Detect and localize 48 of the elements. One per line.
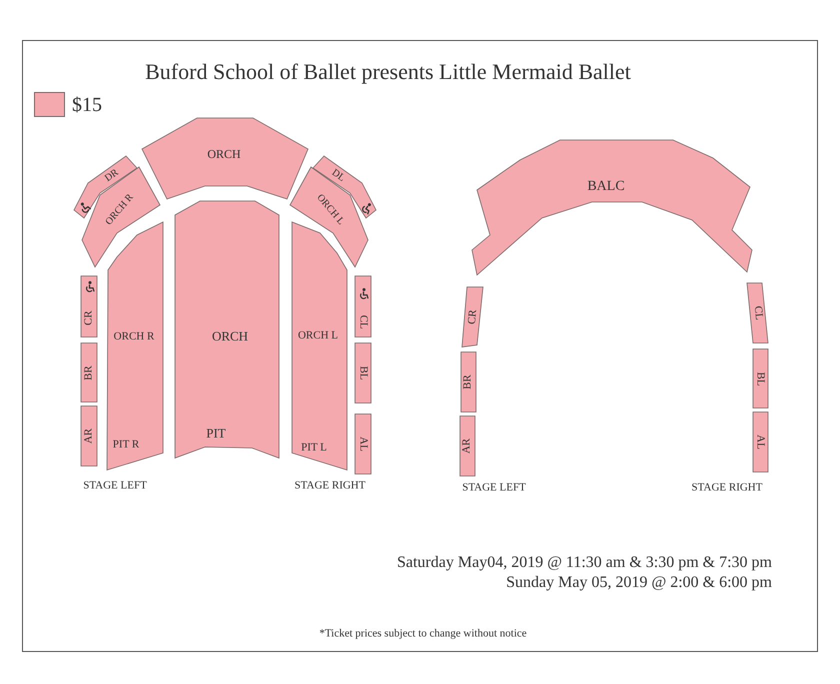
seating-section bbox=[141, 117, 309, 200]
seating-section bbox=[460, 351, 477, 413]
seating-section bbox=[354, 275, 372, 338]
section-label: AL bbox=[754, 434, 766, 450]
section-label: PIT R bbox=[112, 440, 140, 450]
seating-section bbox=[80, 405, 98, 467]
footnote: *Ticket prices subject to change without notice bbox=[319, 628, 527, 640]
stage-label: STAGE RIGHT bbox=[294, 480, 366, 492]
section-label: BALC bbox=[587, 180, 625, 194]
seating-section bbox=[81, 166, 161, 268]
section-label: PIT L bbox=[301, 442, 327, 454]
performance-dates: Saturday May04, 2019 @ 11:30 am & 3:30 pm & 7:30 pm bbox=[396, 555, 772, 571]
section-label: CL bbox=[752, 306, 764, 320]
section-label: ORCH L bbox=[298, 330, 338, 342]
section-label: DR bbox=[103, 168, 121, 184]
seating-section bbox=[752, 348, 769, 409]
seating-section bbox=[289, 166, 369, 268]
section-label: CR bbox=[84, 310, 94, 326]
seating-section bbox=[746, 282, 769, 344]
seating-section bbox=[461, 286, 484, 348]
seating-section bbox=[80, 342, 98, 403]
section-label: CL bbox=[358, 314, 368, 330]
stage-label: STAGE LEFT bbox=[83, 480, 147, 492]
seating-section bbox=[174, 200, 280, 459]
section-label: ORCH bbox=[207, 148, 241, 160]
section-label: ORCH bbox=[212, 330, 248, 342]
section-label: AR bbox=[84, 428, 94, 444]
chart-title: Buford School of Ballet presents Little Mermaid Ballet bbox=[145, 61, 631, 83]
section-label: BR bbox=[462, 374, 474, 390]
section-label: BL bbox=[754, 372, 766, 386]
stage-label: STAGE LEFT bbox=[462, 482, 526, 494]
section-label: CR bbox=[466, 309, 480, 325]
seating-section bbox=[354, 342, 372, 404]
seating-section bbox=[354, 413, 372, 475]
section-label: PIT bbox=[206, 426, 226, 440]
seating-section bbox=[80, 275, 98, 338]
section-label: BL bbox=[358, 366, 368, 380]
legend-label: $15 bbox=[72, 95, 102, 115]
seating-section bbox=[471, 139, 753, 276]
performance-dates: Sunday May 05, 2019 @ 2:00 & 6:00 pm bbox=[506, 575, 772, 591]
section-label: AR bbox=[462, 438, 472, 454]
section-label: ORCH R bbox=[114, 332, 154, 342]
section-label: DL bbox=[330, 168, 346, 184]
seating-section bbox=[459, 415, 476, 477]
section-label: BR bbox=[84, 366, 94, 380]
stage-label: STAGE RIGHT bbox=[692, 482, 762, 494]
section-label: AL bbox=[358, 436, 368, 452]
seating-section bbox=[752, 411, 769, 473]
